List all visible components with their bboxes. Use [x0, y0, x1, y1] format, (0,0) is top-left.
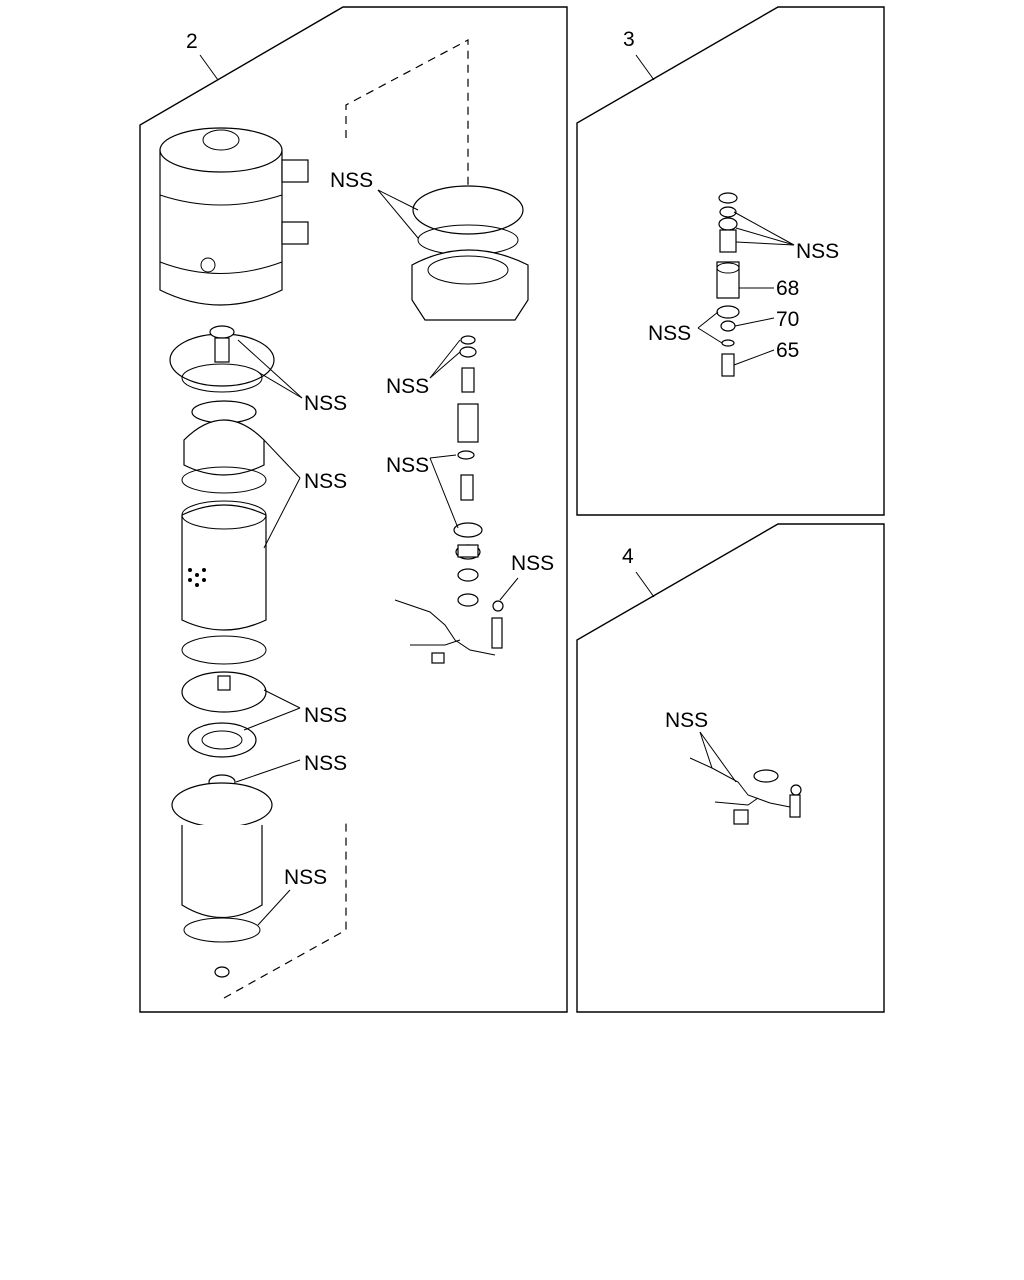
nss-label-ring-top: NSS: [330, 169, 373, 192]
nss-label-cap: NSS: [304, 392, 347, 415]
nss-label-filter-top: NSS: [304, 470, 347, 493]
part-number-68: 68: [776, 277, 799, 300]
filter-housing: [159, 127, 309, 306]
wiring-harness: [689, 757, 802, 825]
filter-head: [411, 185, 529, 321]
nss-label-p3-upper: NSS: [796, 240, 839, 263]
nss-label-p3-mid: NSS: [648, 322, 691, 345]
seal-ring: [187, 722, 257, 790]
panel-3-number: 3: [623, 28, 635, 51]
nss-label-ring-mid: NSS: [304, 752, 347, 775]
panel-2-number: 2: [186, 30, 198, 53]
nss-label-bowl: NSS: [284, 866, 327, 889]
fitting-assembly: [716, 192, 740, 377]
panel-4-frame: [576, 523, 885, 1013]
part-number-65: 65: [776, 339, 799, 362]
panel-4: 4 NSS: [576, 523, 885, 1013]
nss-label-valve-lower: NSS: [386, 454, 429, 477]
filter-element: [181, 500, 267, 665]
nss-label-valve-upper: NSS: [386, 375, 429, 398]
panel-2: 2: [139, 6, 568, 1013]
sensor-harness: [394, 599, 504, 664]
panel-2-frame: [139, 6, 568, 1013]
panel-3: 3 NSS 68 NSS 70 65: [576, 6, 885, 516]
filter-element-top: [181, 400, 267, 494]
panel-4-number: 4: [622, 545, 634, 568]
nss-label-sensor: NSS: [511, 552, 554, 575]
nss-label-plate: NSS: [304, 704, 347, 727]
filter-cap: [169, 325, 275, 393]
base-plate: [181, 671, 267, 713]
filter-bowl: [171, 782, 273, 978]
part-number-70: 70: [776, 308, 799, 331]
valve-stack: [453, 335, 483, 607]
nss-label-p4: NSS: [665, 709, 708, 732]
panel-3-frame: [576, 6, 885, 516]
